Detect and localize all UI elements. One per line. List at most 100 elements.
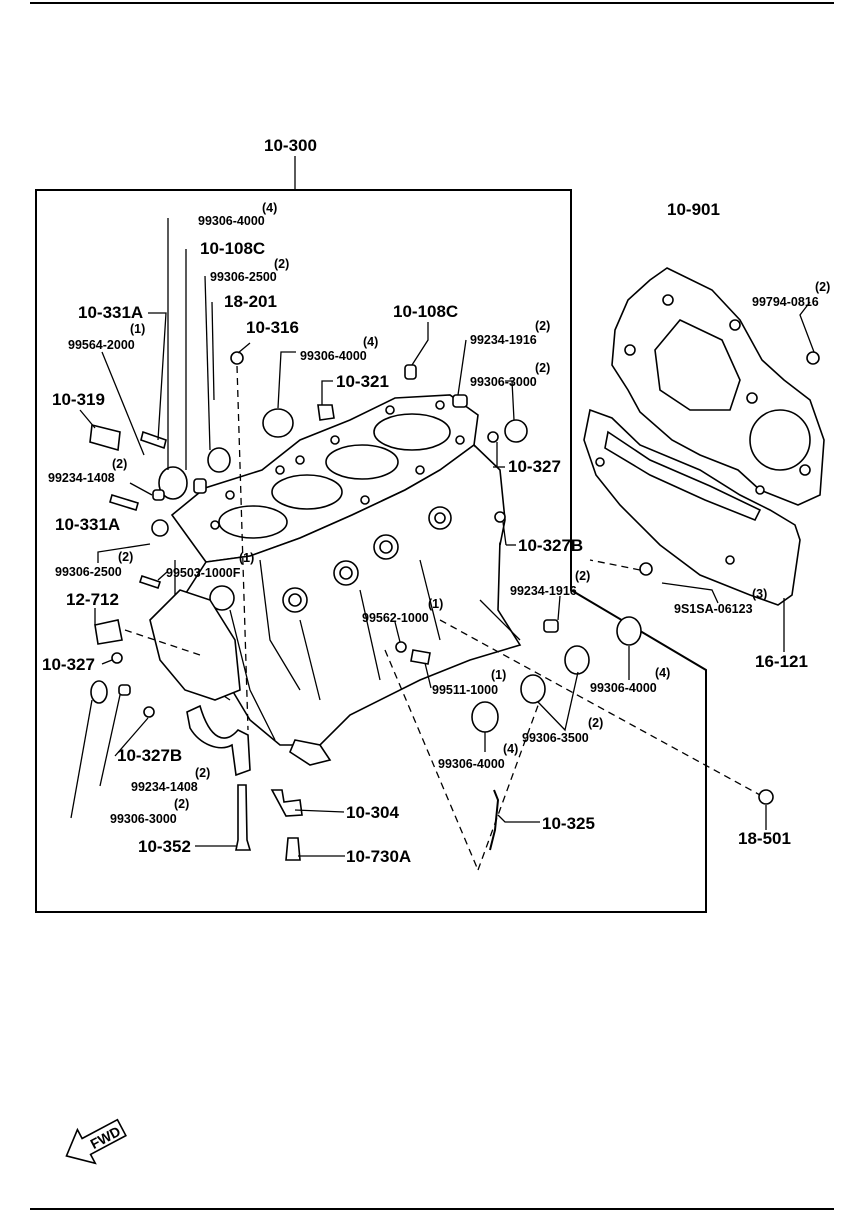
end-plate-opening — [654, 319, 741, 411]
label-10-300: 10-300 — [264, 136, 317, 155]
label-99234-1916-a: 99234-1916 — [470, 333, 537, 347]
label-10-321: 10-321 — [336, 372, 389, 391]
label-99306-3500: 99306-3500 — [522, 731, 589, 745]
qty-99794-0816: (2) — [815, 280, 830, 294]
cup-plug-99306-2500-a — [207, 447, 231, 473]
label-99306-4000-d: 99306-4000 — [438, 757, 505, 771]
qty-9s1sa-06123: (3) — [752, 587, 767, 601]
label-10-352: 10-352 — [138, 837, 191, 856]
label-99306-4000-a: 99306-4000 — [198, 214, 265, 228]
label-10-327b-b: 10-327B — [117, 746, 182, 765]
label-10-327-b: 10-327 — [42, 655, 95, 674]
label-99503-1000f: 99503-1000F — [166, 566, 241, 580]
qty-99306-3000-b: (2) — [174, 797, 189, 811]
label-10-730a: 10-730A — [346, 847, 411, 866]
label-12-712: 12-712 — [66, 590, 119, 609]
label-10-304: 10-304 — [346, 803, 399, 822]
label-10-108c-a: 10-108C — [200, 239, 265, 258]
seal-99306-4000-c — [616, 616, 642, 646]
bolt-99562-1000 — [395, 641, 407, 653]
label-9s1sa-06123: 9S1SA-06123 — [674, 602, 753, 616]
cup-plug-99306-4000-b — [262, 408, 294, 438]
seal-99306-4000-d — [471, 701, 499, 733]
label-99511-1000: 99511-1000 — [432, 683, 498, 697]
plug-10-327b-b — [143, 706, 155, 718]
stud-10-331a-a — [140, 430, 167, 450]
assembly-frame — [35, 189, 707, 913]
label-10-901: 10-901 — [667, 200, 720, 219]
label-99306-2500-a: 99306-2500 — [210, 270, 277, 284]
qty-99562-1000: (1) — [428, 597, 443, 611]
label-18-501: 18-501 — [738, 829, 791, 848]
fwd-arrow-icon: FWD — [65, 1118, 127, 1165]
dowel-10-108c-a — [193, 478, 207, 494]
qty-99306-4000-d: (4) — [503, 742, 518, 756]
seal-99306-3500-b — [520, 674, 546, 704]
cylinder-block — [149, 394, 522, 766]
plug-18-501 — [758, 789, 774, 805]
cup-plug-99306-2500-b — [151, 519, 169, 537]
qty-99306-4000-b: (4) — [363, 335, 378, 349]
qty-99564-2000: (1) — [130, 322, 145, 336]
label-99562-1000: 99562-1000 — [362, 611, 429, 625]
label-99306-4000-c: 99306-4000 — [590, 681, 657, 695]
label-10-327-a: 10-327 — [508, 457, 561, 476]
label-10-331a-a: 10-331A — [78, 303, 143, 322]
qty-99234-1916-a: (2) — [535, 319, 550, 333]
bolt-99794-0816 — [806, 351, 820, 365]
tube-10-325 — [489, 789, 500, 851]
alignment-lines — [124, 365, 761, 871]
sensor-12-712 — [94, 619, 123, 645]
plug-10-327-b — [111, 652, 123, 664]
label-10-316: 10-316 — [246, 318, 299, 337]
label-99794-0816: 99794-0816 — [752, 295, 819, 309]
label-99564-2000: 99564-2000 — [68, 338, 135, 352]
label-10-108c-b: 10-108C — [393, 302, 458, 321]
plug-10-327-a — [487, 431, 499, 443]
pin-99234-1916-b — [543, 619, 559, 633]
qty-99306-2500-a: (2) — [274, 257, 289, 271]
cup-plug-99306-3000-a — [504, 419, 528, 443]
leader-lines — [70, 218, 815, 857]
pin-99234-1408-a — [152, 489, 165, 501]
seal-99306-3500-a — [564, 645, 590, 675]
dowel-10-108c-b — [404, 364, 417, 380]
qty-99306-4000-a: (4) — [262, 201, 277, 215]
oil-jet-10-304 — [270, 789, 303, 817]
bolt-99511-1000 — [410, 649, 431, 665]
label-99306-3000-a: 99306-3000 — [470, 375, 537, 389]
qty-99234-1408-b: (2) — [195, 766, 210, 780]
label-99234-1408-b: 99234-1408 — [131, 780, 198, 794]
plug-10-327b-a — [494, 511, 506, 523]
label-99306-2500-b: 99306-2500 — [55, 565, 122, 579]
part-labels: 10-300 10-901 (4) 99306-4000 10-108C (2)… — [42, 136, 830, 866]
pin-99234-1916-a — [452, 394, 468, 408]
label-16-121: 16-121 — [755, 652, 808, 671]
label-10-325: 10-325 — [542, 814, 595, 833]
stud-10-331a-b — [109, 493, 139, 512]
qty-99306-3500: (2) — [588, 716, 603, 730]
qty-99234-1916-b: (2) — [575, 569, 590, 583]
cup-plug-99306-4000-a — [158, 466, 188, 500]
qty-99306-3000-a: (2) — [535, 361, 550, 375]
bolt-10-316 — [230, 351, 244, 365]
oil-jet-10-321 — [317, 404, 335, 421]
qty-99234-1408-a: (2) — [112, 457, 127, 471]
qty-99503-1000f: (1) — [239, 551, 254, 565]
qty-99511-1000: (1) — [491, 668, 506, 682]
label-10-327b-a: 10-327B — [518, 536, 583, 555]
label-10-319: 10-319 — [52, 390, 105, 409]
main-bearing-cap — [186, 704, 251, 777]
qty-99306-4000-c: (4) — [655, 666, 670, 680]
pin-99234-1408-b — [118, 684, 131, 696]
bolt-9s1sa-06123 — [639, 562, 653, 576]
label-10-331a-b: 10-331A — [55, 515, 120, 534]
label-99306-3000-b: 99306-3000 — [110, 812, 177, 826]
seal-99306-3000-b — [90, 680, 108, 704]
bolt-10-730a — [285, 837, 301, 861]
label-99306-4000-b: 99306-4000 — [300, 349, 367, 363]
stud-99503-1000f — [138, 574, 162, 590]
label-99234-1408-a: 99234-1408 — [48, 471, 115, 485]
label-99234-1916-b: 99234-1916 — [510, 584, 577, 598]
